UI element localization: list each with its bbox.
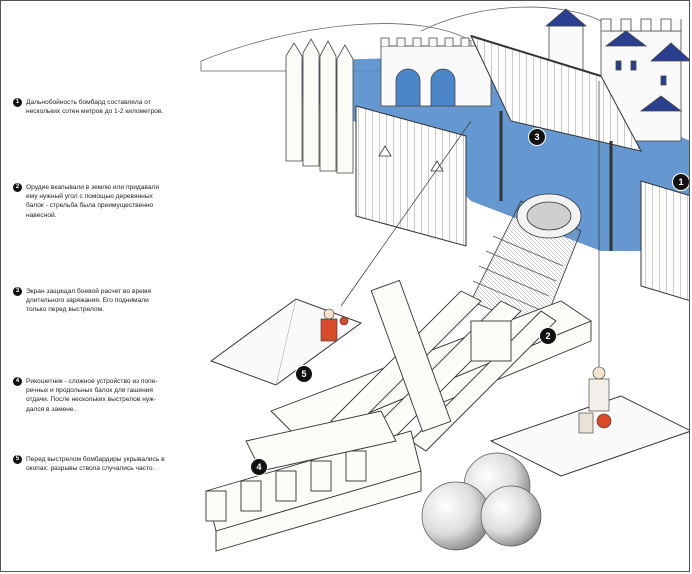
palisade-stakes — [285, 38, 354, 174]
callout-3: 3 — [528, 128, 546, 146]
hinged-screen — [470, 35, 642, 251]
note-1: 1 Дальнобойность бомбард составляла от н… — [13, 98, 210, 116]
trench-right — [489, 395, 689, 477]
note-5-text: Перед выстрелом бомбардиры укрывались в … — [26, 456, 165, 473]
callout-5: 5 — [295, 365, 313, 383]
note-3: 3 Экран защищал боевой расчет во время д… — [13, 287, 210, 315]
callout-1: 1 — [672, 173, 689, 191]
note-5: 5 Перед выстрелом бомбардиры укрывались … — [13, 455, 210, 473]
note-2: 2 Орудие вкапывали в землю или придавали… — [13, 183, 210, 220]
callout-2: 2 — [539, 327, 557, 345]
note-2-number: 2 — [13, 183, 22, 192]
note-4-text: Рикошетник - сложное устройство из попе-… — [26, 378, 158, 413]
callout-4: 4 — [250, 458, 268, 476]
note-2-text: Орудие вкапывали в землю или придавали е… — [26, 184, 160, 219]
note-4: 4 Рикошетник - сложное устройство из поп… — [13, 377, 210, 414]
note-3-number: 3 — [13, 287, 22, 296]
gunner-right — [578, 366, 612, 434]
note-5-number: 5 — [13, 455, 22, 464]
ropes — [340, 81, 600, 367]
trench-left — [209, 298, 363, 386]
left-screen — [355, 105, 467, 247]
recoil-absorber — [205, 410, 422, 552]
gunner-left — [320, 308, 349, 342]
note-1-number: 1 — [13, 98, 22, 107]
stone-balls — [421, 452, 542, 551]
note-3-text: Экран защищал боевой расчет во время дли… — [26, 288, 151, 314]
note-4-number: 4 — [13, 377, 22, 386]
right-screen — [640, 180, 689, 301]
note-1-text: Дальнобойность бомбард составляла от нес… — [26, 99, 164, 116]
bombard-barrel — [470, 193, 582, 332]
